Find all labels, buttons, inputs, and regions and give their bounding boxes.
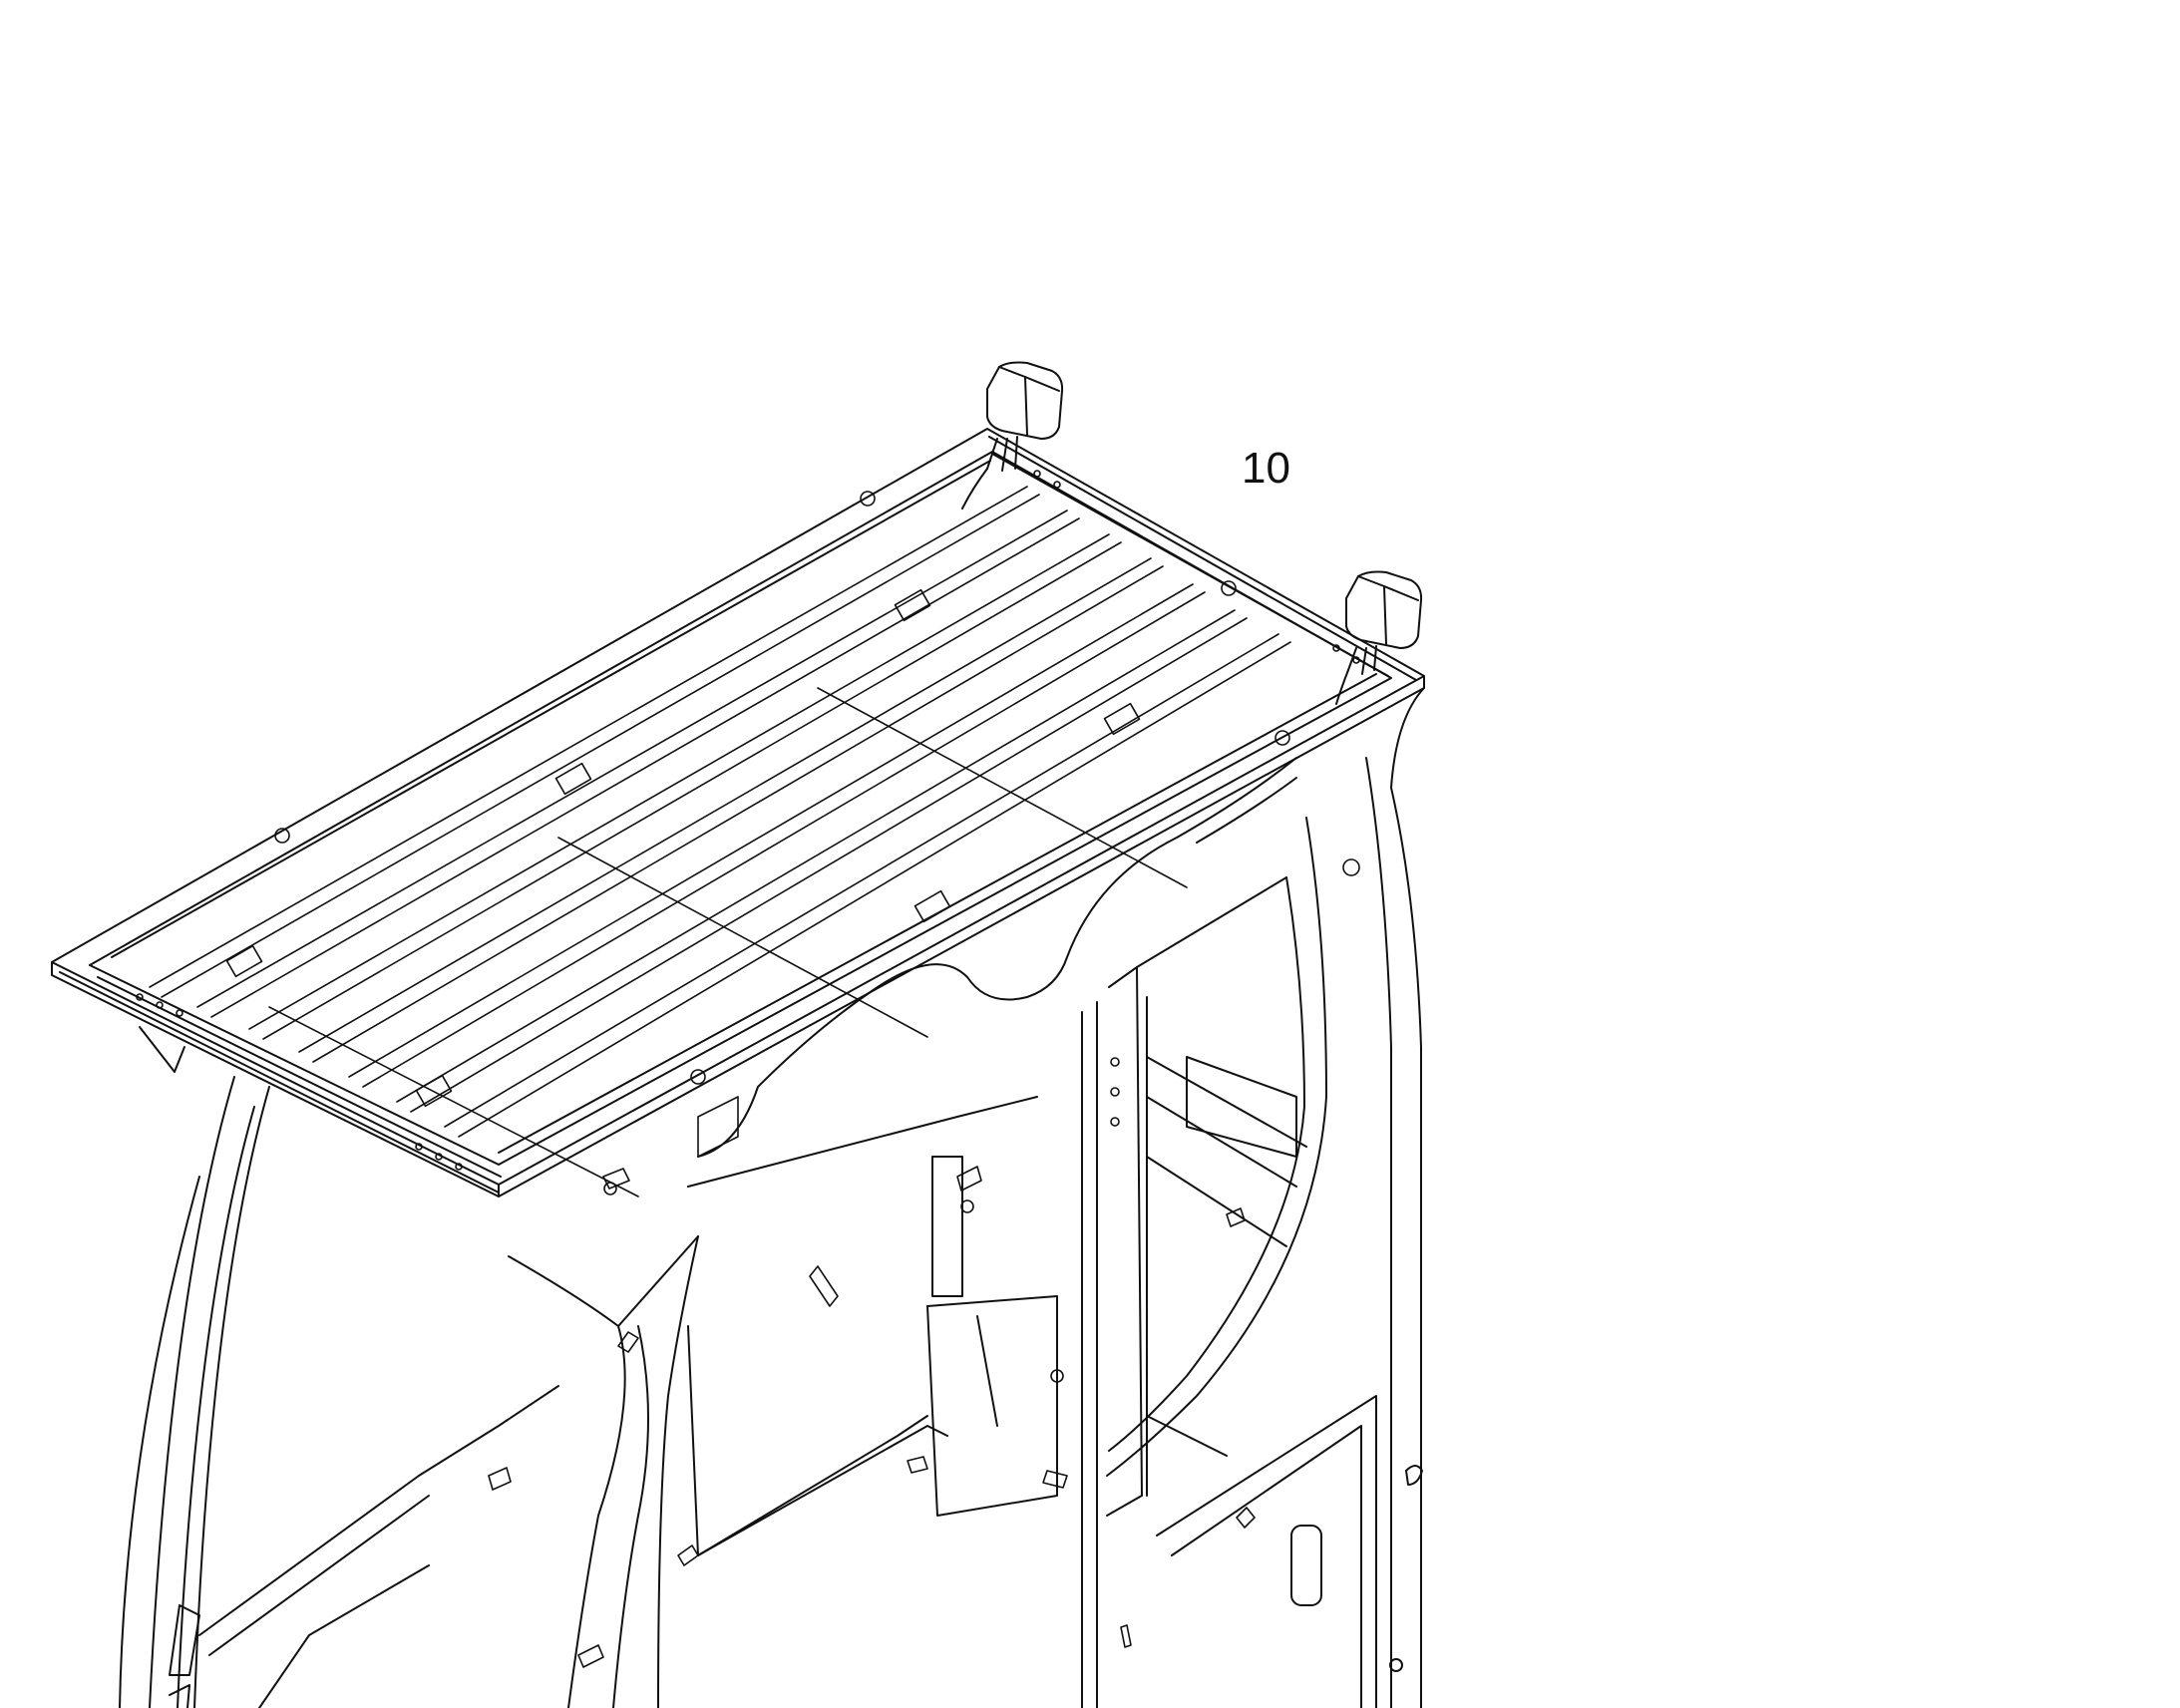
roof-rack-slats [150, 487, 1290, 1137]
work-light-left [962, 363, 1062, 510]
roof-rack-cross-members [227, 590, 1187, 1196]
cab-fittings [489, 859, 1359, 1667]
work-light-right [1336, 572, 1421, 705]
cab-body [120, 688, 1424, 1708]
frame-bolts [137, 471, 1359, 1170]
callout-label: 10 [1242, 444, 1290, 493]
